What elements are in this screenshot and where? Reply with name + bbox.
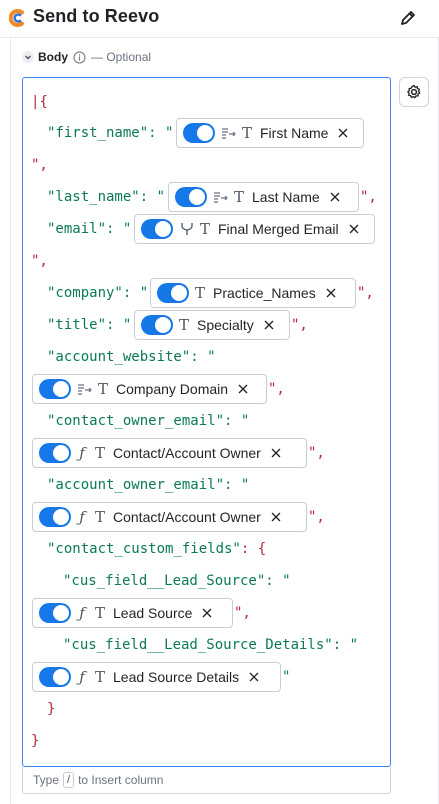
body-section-header[interactable]: Body — Optional — [22, 48, 151, 66]
chevron-down-icon[interactable] — [22, 51, 34, 63]
column-chip-title[interactable]: T Specialty — [134, 310, 290, 340]
close-icon[interactable] — [326, 288, 336, 298]
close-icon[interactable] — [338, 128, 348, 138]
close-icon[interactable] — [349, 224, 359, 234]
toggle-on-icon[interactable] — [39, 507, 71, 527]
close-icon[interactable] — [264, 320, 274, 330]
function-icon: ƒ — [79, 444, 85, 462]
editor-line-lead-source-details: "cus_field__Lead_Source_Details": " — [63, 637, 359, 653]
function-icon: ƒ — [79, 508, 85, 526]
toggle-on-icon[interactable] — [39, 603, 71, 623]
column-chip-email[interactable]: T Final Merged Email — [134, 214, 375, 244]
editor-line-title-close: ", — [291, 317, 308, 333]
editor-line-outer-close: } — [31, 733, 40, 749]
text-type-icon: T — [179, 316, 190, 334]
toggle-on-icon[interactable] — [141, 315, 173, 335]
text-type-icon: T — [195, 284, 206, 302]
text-cursor: | — [31, 94, 40, 110]
text-type-icon: T — [95, 668, 106, 686]
toggle-on-icon[interactable] — [39, 443, 71, 463]
close-icon[interactable] — [271, 448, 281, 458]
editor-line-first-name: "first_name": " — [47, 125, 174, 141]
column-chip-lead-source[interactable]: ƒ T Lead Source — [32, 598, 233, 628]
transform-icon — [214, 192, 228, 203]
editor-line-company-close: ", — [357, 285, 374, 301]
left-divider — [10, 38, 11, 804]
slash-key: / — [63, 772, 75, 788]
editor-line-open: |{ — [31, 94, 48, 110]
editor-line-account-website-close: ", — [268, 381, 285, 397]
editor-line-inner-close: } — [47, 701, 56, 717]
text-type-icon: T — [98, 380, 109, 398]
close-icon[interactable] — [271, 512, 281, 522]
panel-header: Send to Reevo — [0, 0, 439, 38]
editor-line-custom-fields: "contact_custom_fields": { — [47, 541, 267, 557]
close-icon[interactable] — [249, 672, 259, 682]
column-chip-lead-source-details[interactable]: ƒ T Lead Source Details — [32, 662, 281, 692]
editor-line-last-name-close: ", — [360, 189, 377, 205]
page-title: Send to Reevo — [33, 6, 160, 26]
toggle-on-icon[interactable] — [39, 379, 71, 399]
toggle-on-icon[interactable] — [175, 187, 207, 207]
function-icon: ƒ — [79, 604, 85, 622]
editor-line-last-name: "last_name": " — [47, 189, 166, 205]
editor-line-first-name-close: ", — [31, 157, 48, 173]
editor-line-email-close: ", — [31, 253, 48, 269]
editor-line-contact-owner-email: "contact_owner_email": " — [47, 413, 250, 429]
transform-icon — [78, 384, 92, 395]
editor-line-contact-owner-close: ", — [308, 445, 325, 461]
editor-line-account-website: "account_website": " — [47, 349, 216, 365]
close-icon[interactable] — [238, 384, 248, 394]
close-icon[interactable] — [330, 192, 340, 202]
text-type-icon: T — [234, 188, 245, 206]
settings-button[interactable] — [399, 77, 429, 107]
transform-icon — [222, 128, 236, 139]
column-chip-first-name[interactable]: T First Name — [176, 118, 364, 148]
toggle-on-icon[interactable] — [183, 123, 215, 143]
gear-icon — [407, 84, 421, 99]
close-icon[interactable] — [202, 608, 212, 618]
column-chip-company[interactable]: T Practice_Names — [150, 278, 356, 308]
column-chip-account-owner[interactable]: ƒ T Contact/Account Owner — [32, 502, 307, 532]
insert-column-hint: Type / to Insert column — [22, 767, 391, 794]
editor-line-account-owner-close: ", — [308, 509, 325, 525]
merge-icon — [181, 223, 193, 235]
text-type-icon: T — [95, 508, 106, 526]
editor-line-lead-source: "cus_field__Lead_Source": " — [63, 573, 291, 589]
optional-label: — Optional — [91, 50, 152, 64]
editor-line-account-owner-email: "account_owner_email": " — [47, 477, 250, 493]
text-type-icon: T — [95, 444, 106, 462]
toggle-on-icon[interactable] — [141, 219, 173, 239]
pencil-icon[interactable] — [399, 9, 417, 27]
editor-line-lead-source-details-close: " — [282, 669, 291, 685]
editor-line-title: "title": " — [47, 317, 132, 333]
text-type-icon: T — [95, 604, 106, 622]
column-chip-last-name[interactable]: T Last Name — [168, 182, 359, 212]
editor-line-company: "company": " — [47, 285, 149, 301]
column-chip-account-website[interactable]: T Company Domain — [32, 374, 267, 404]
column-chip-contact-owner[interactable]: ƒ T Contact/Account Owner — [32, 438, 307, 468]
text-type-icon: T — [242, 124, 253, 142]
text-type-icon: T — [200, 220, 211, 238]
body-label: Body — [38, 50, 68, 64]
reevo-logo-icon — [9, 9, 24, 27]
toggle-on-icon[interactable] — [39, 667, 71, 687]
toggle-on-icon[interactable] — [157, 283, 189, 303]
editor-line-lead-source-close: ", — [234, 605, 251, 621]
editor-line-email: "email": " — [47, 221, 132, 237]
info-icon[interactable] — [73, 51, 86, 64]
function-icon: ƒ — [79, 668, 85, 686]
